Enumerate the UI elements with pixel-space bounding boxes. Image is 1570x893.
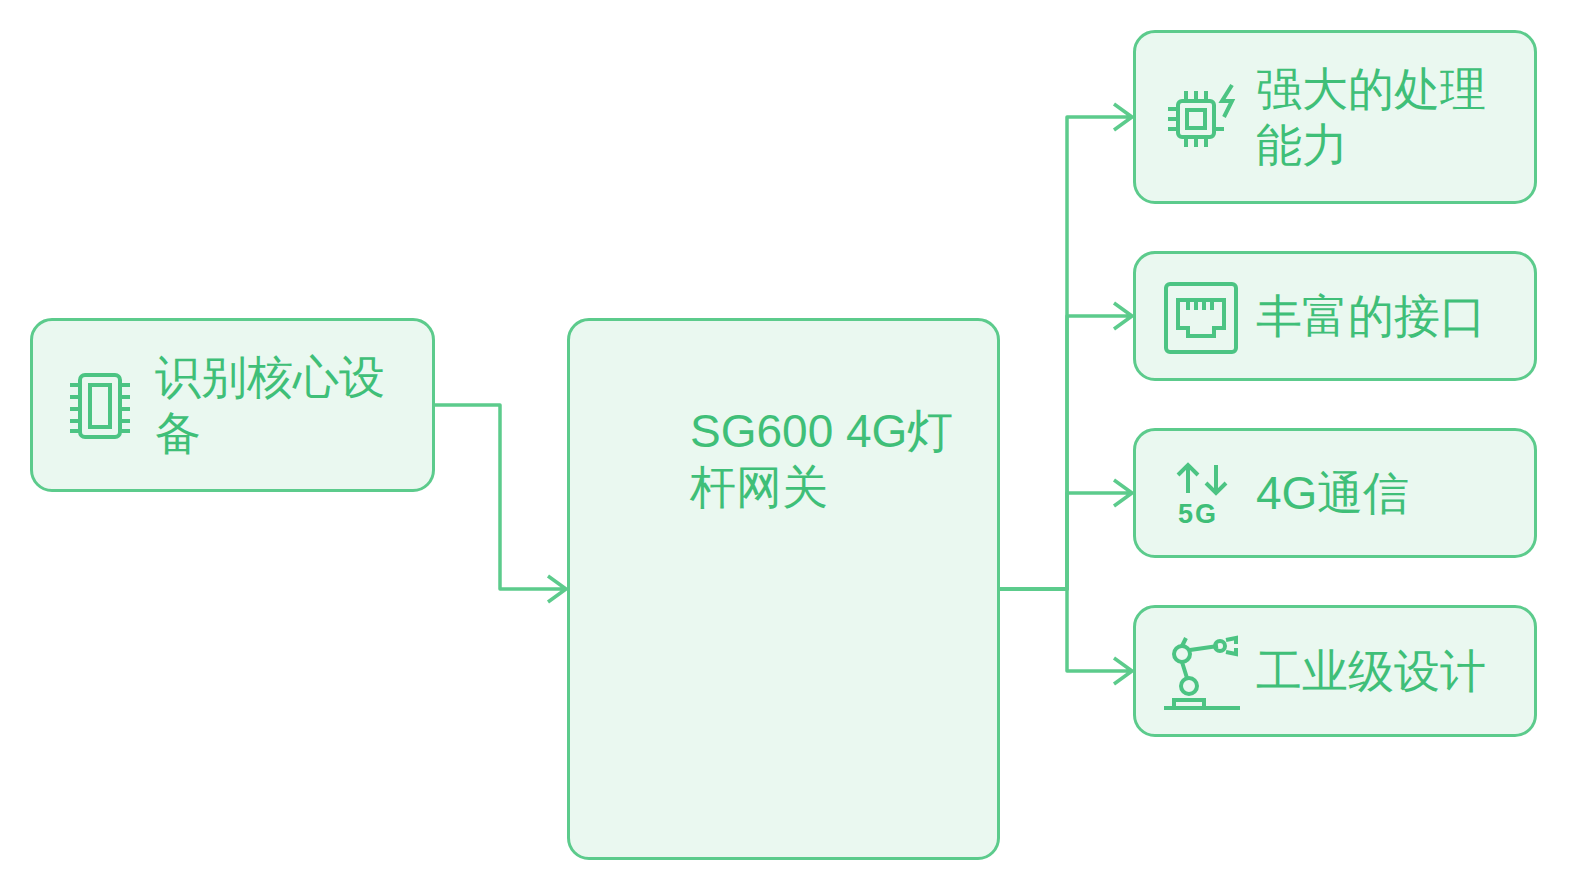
- feature-box: 4G通信 5G: [1133, 428, 1537, 558]
- connector-arrow: [1000, 104, 1132, 589]
- node-label: 识别核心设备: [155, 349, 405, 461]
- connector-arrow: [1000, 303, 1132, 589]
- ethernet-icon: [1162, 278, 1242, 358]
- feature-box: 强大的处理能力: [1133, 30, 1537, 204]
- feature-box: 丰富的接口: [1133, 251, 1537, 381]
- feature-box: 识别核心设备: [30, 318, 435, 492]
- node-label: 工业级设计: [1256, 643, 1486, 699]
- feature-box: 工业级设计: [1133, 605, 1537, 737]
- connector-arrow: [435, 405, 566, 602]
- connector-arrow: [1000, 480, 1132, 589]
- node-label: 4G通信: [1256, 465, 1409, 521]
- robot-arm-icon: [1162, 634, 1244, 714]
- processor-icon: [1164, 81, 1244, 161]
- signal-arrows-icon: [1172, 459, 1242, 499]
- gateway-title: SG600 4G灯杆网关: [690, 403, 975, 515]
- node-label: 丰富的接口: [1256, 288, 1486, 344]
- icon-caption: 5G: [1178, 501, 1218, 528]
- chip-icon: [66, 367, 136, 447]
- gateway-box: SG600 4G灯杆网关: [567, 318, 1000, 860]
- node-label: 强大的处理能力: [1256, 61, 1511, 173]
- connector-arrow: [1000, 589, 1132, 684]
